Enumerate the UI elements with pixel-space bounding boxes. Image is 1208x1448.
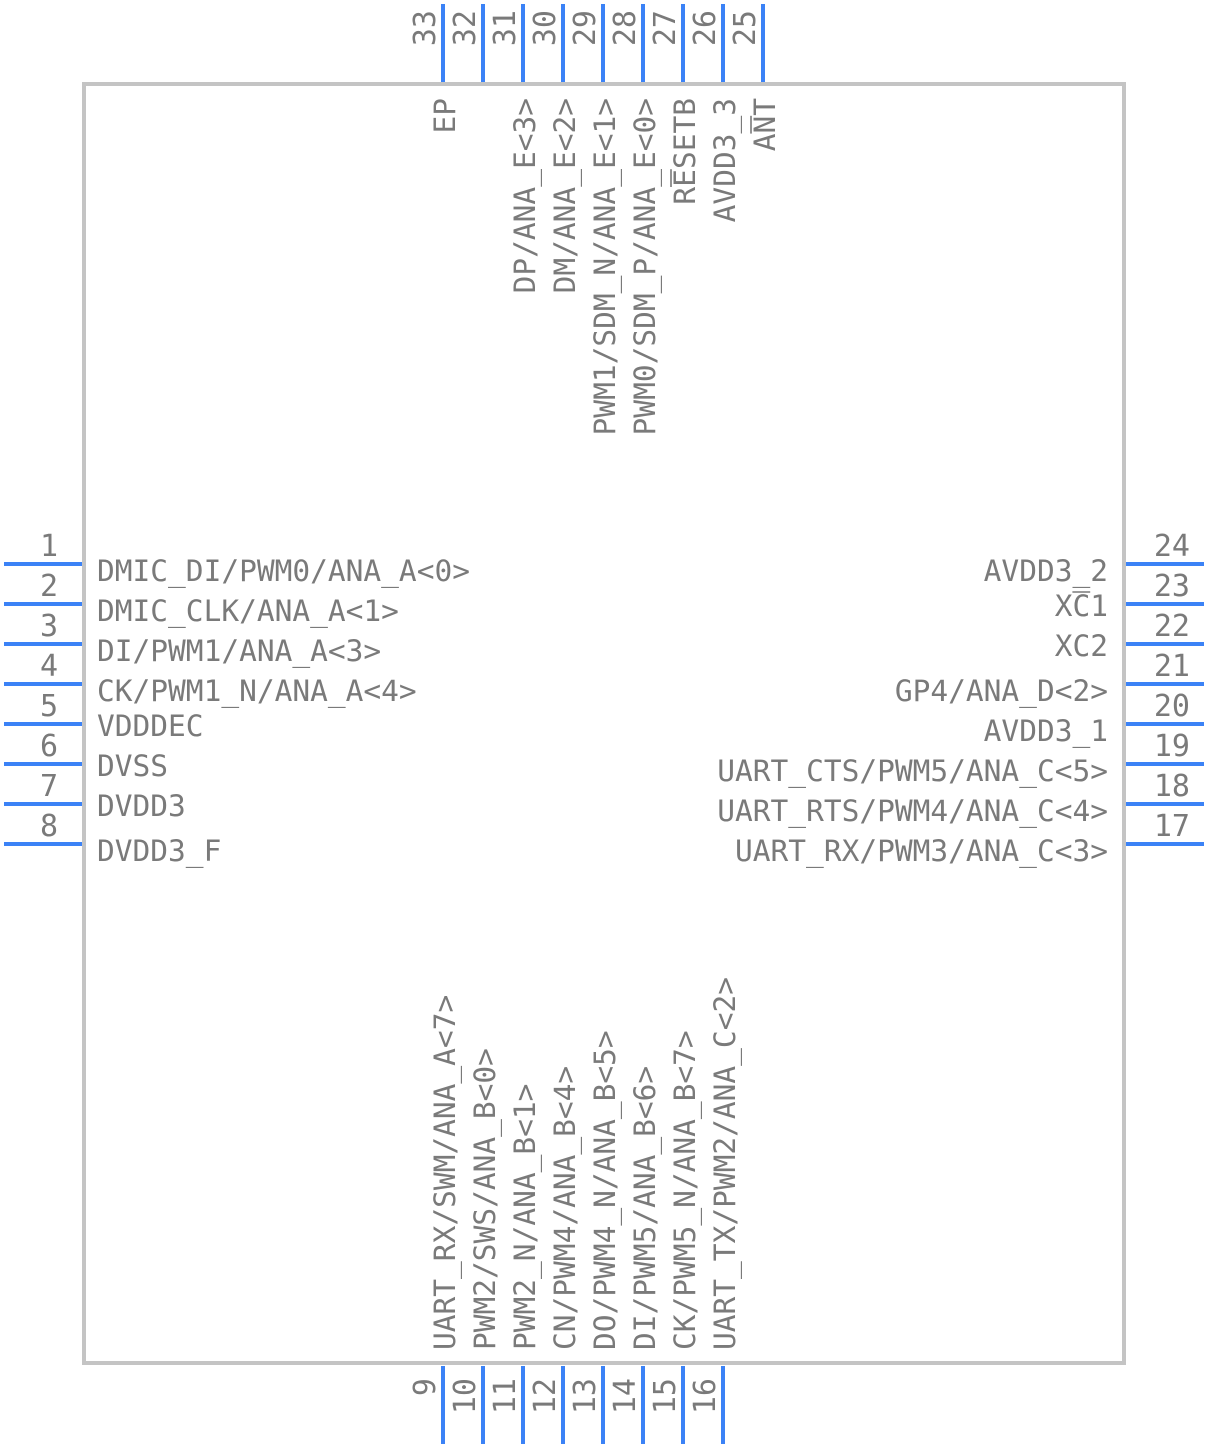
- pin-number: 7: [40, 769, 58, 804]
- pin-label: UART_TX/PWM2/ANA_C<2>: [708, 977, 743, 1350]
- pin-number: 18: [1154, 769, 1190, 804]
- pin-label: CK/PWM5_N/ANA_B<7>: [668, 1030, 703, 1350]
- pin-label: EP: [428, 98, 462, 134]
- pin-number: 24: [1154, 529, 1190, 564]
- pin-number: 27: [648, 10, 683, 46]
- pin-number: 4: [40, 649, 58, 684]
- ic-body-outline: [82, 82, 1126, 1365]
- pin-label: DI/PWM5/ANA_B<6>: [628, 1066, 663, 1350]
- pin-number: 29: [568, 10, 603, 46]
- pin-label: AVDD3_2: [984, 554, 1108, 589]
- pin-label: ANT: [748, 98, 782, 152]
- pin-label: PWM0/SDM_P/ANA_E<0>: [628, 98, 663, 435]
- pin-number: 22: [1154, 609, 1190, 644]
- pin-number: 12: [528, 1378, 563, 1414]
- pin-number: 6: [40, 729, 58, 764]
- pin-number: 26: [688, 10, 723, 46]
- pin-label: VDDDEC: [97, 709, 204, 743]
- pin-label: PWM1/SDM_N/ANA_E<1>: [588, 98, 623, 435]
- pin-label: RESETB: [668, 98, 702, 205]
- pin-number: 28: [608, 10, 643, 46]
- pin-label: DVDD3: [97, 789, 186, 823]
- pin-label: DM/ANA_E<2>: [548, 98, 583, 293]
- pin-number: 10: [448, 1378, 483, 1414]
- pin-number: 20: [1154, 689, 1190, 724]
- pin-number: 30: [528, 10, 563, 46]
- pin-number: 1: [40, 529, 58, 564]
- pin-label: DVDD3_F: [97, 834, 221, 869]
- pin-label: PWM2/SWS/ANA_B<0>: [468, 1048, 503, 1350]
- pin-number: 2: [40, 569, 58, 604]
- pin-label: DMIC_DI/PWM0/ANA_A<0>: [97, 554, 470, 589]
- pin-label: XC1: [1055, 589, 1108, 623]
- pin-label: PWM2_N/ANA_B<1>: [508, 1084, 543, 1350]
- pin-number: 15: [648, 1378, 683, 1414]
- pin-number: 23: [1154, 569, 1190, 604]
- pin-label: UART_RX/PWM3/ANA_C<3>: [735, 834, 1108, 869]
- pin-label: DVSS: [97, 749, 168, 783]
- pin-label: GP4/ANA_D<2>: [895, 674, 1108, 709]
- pin-number: 11: [488, 1378, 523, 1414]
- pin-number: 19: [1154, 729, 1190, 764]
- pin-label: XC2: [1055, 629, 1108, 663]
- pin-number: 8: [40, 809, 58, 844]
- pin-label: AVDD3_1: [984, 714, 1108, 749]
- pin-label: UART_CTS/PWM5/ANA_C<5>: [717, 754, 1108, 789]
- bottom-pin-group: 9 UART_RX/SWM/ANA_A<7> 10 PWM2/SWS/ANA_B<0>…: [408, 977, 743, 1444]
- pin-number: 31: [488, 10, 523, 46]
- pin-number: 33: [408, 10, 443, 46]
- pin-number: 13: [568, 1378, 603, 1414]
- pin-number: 3: [40, 609, 58, 644]
- pin-number: 25: [728, 10, 763, 46]
- pin-number: 17: [1154, 809, 1190, 844]
- pin-label: AVDD3_3: [708, 98, 743, 222]
- pin-number: 21: [1154, 649, 1190, 684]
- pin-label: DI/PWM1/ANA_A<3>: [97, 634, 381, 669]
- pin-label: DP/ANA_E<3>: [508, 98, 543, 293]
- pin-label: CN/PWM4/ANA_B<4>: [548, 1066, 583, 1350]
- pin-label: DO/PWM4_N/ANA_B<5>: [588, 1030, 623, 1350]
- pin-number: 16: [688, 1378, 723, 1414]
- pin-label: UART_RX/SWM/ANA_A<7>: [428, 995, 463, 1350]
- pin-number: 9: [408, 1378, 443, 1396]
- pin-number: 32: [448, 10, 483, 46]
- pin-number: 14: [608, 1378, 643, 1414]
- pin-number: 5: [40, 689, 58, 724]
- pin-label: DMIC_CLK/ANA_A<1>: [97, 594, 399, 629]
- pin-label: CK/PWM1_N/ANA_A<4>: [97, 674, 417, 709]
- pin-label: UART_RTS/PWM4/ANA_C<4>: [717, 794, 1108, 829]
